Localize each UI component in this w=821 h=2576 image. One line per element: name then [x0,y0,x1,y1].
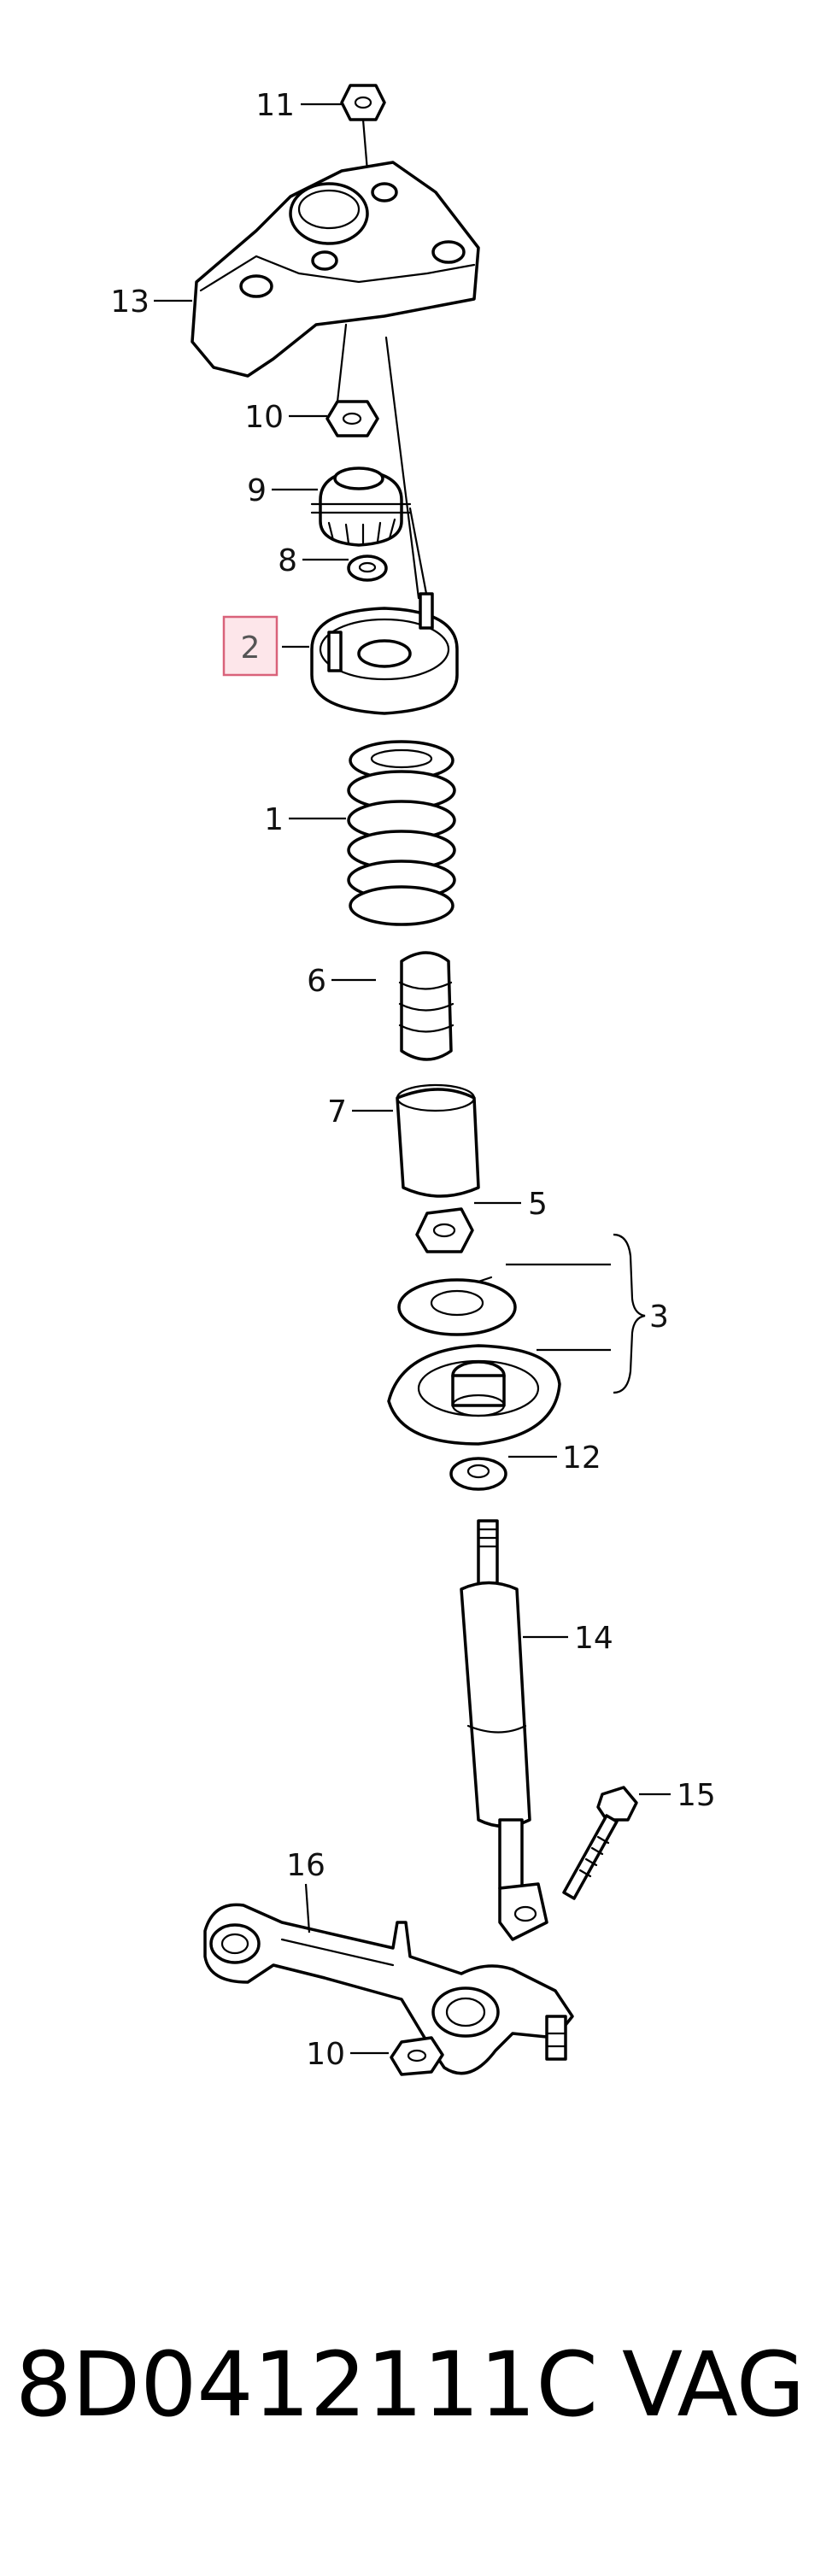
callout-3[interactable]: 3 [649,1300,669,1335]
callout-8[interactable]: 8 [278,543,297,578]
part-8-washer [347,555,388,582]
callout-11[interactable]: 11 [255,88,295,123]
part-2-spring-seat [310,592,459,715]
part-10-upper-nut [325,400,379,437]
part-number-text: 8D0412111C [15,2332,599,2437]
callout-6[interactable]: 6 [307,964,326,999]
callout-5[interactable]: 5 [528,1187,548,1222]
part-11-nut [340,84,386,121]
leader-lines [154,103,671,2055]
callout-13[interactable]: 13 [110,285,150,320]
callout-14[interactable]: 14 [574,1621,613,1656]
part-13-mount-bracket [191,161,480,378]
part-5-nut [415,1207,474,1253]
part-3-upper-washer [397,1276,517,1336]
axis-line-stud [384,336,420,600]
part-7-dust-boot [396,1083,480,1198]
callout-2: 2 [241,631,261,666]
part-15-bolt [562,1786,638,1900]
highlight-box [222,615,279,677]
brand-text: VAG [622,2332,806,2437]
part-3-lower-cup [387,1344,561,1446]
part-11-stud [361,118,369,173]
part-14-shock-absorber [460,1519,548,1941]
part-12-washer [449,1457,507,1491]
callout-10-lower[interactable]: 10 [306,2037,345,2072]
axis-line-upper [336,323,348,403]
part-16-control-arm [203,1903,574,2075]
callout-7[interactable]: 7 [327,1094,347,1130]
callout-12[interactable]: 12 [562,1441,601,1476]
callout-10-upper[interactable]: 10 [244,400,284,435]
part-1-coil-spring [347,740,456,926]
part-9-bolt-line [408,507,429,600]
callout-16[interactable]: 16 [286,1848,325,1883]
callout-9[interactable]: 9 [247,473,267,508]
callout-labels: 11 13 10 9 8 2 1 6 7 5 3 12 14 15 16 10 [110,88,716,2072]
callout-1[interactable]: 1 [264,802,284,837]
footer: 8D0412111C VAG [0,2332,821,2437]
callout-15[interactable]: 15 [677,1778,716,1813]
callout-2-highlight[interactable]: 2 [222,615,279,677]
part-6-bump-stop [398,951,454,1061]
part-9-bearing-mount [310,466,412,547]
part-10-lower-nut [390,2036,444,2076]
